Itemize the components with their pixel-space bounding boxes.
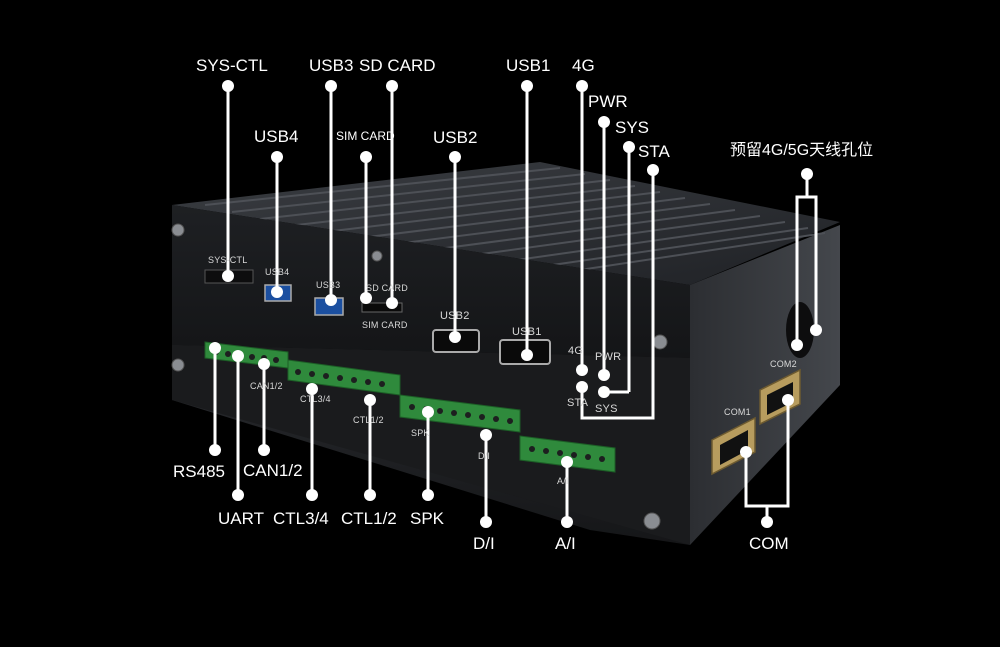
screw-icons — [171, 223, 668, 530]
callout-can12: CAN1/2 — [243, 461, 303, 480]
panel-label-ctl34: CTL3/4 — [300, 394, 331, 404]
panel-label-sd-card: SD CARD — [366, 283, 408, 293]
callout-sim-card: SIM CARD — [336, 129, 395, 143]
com-ports — [711, 368, 801, 476]
callout-usb1: USB1 — [506, 56, 551, 75]
callout-rs485: RS485 — [173, 462, 225, 481]
sd-card-slot — [361, 302, 403, 313]
callout-usb2: USB2 — [433, 128, 478, 147]
callout-ctl34: CTL3/4 — [273, 509, 329, 528]
callout-spk: SPK — [410, 509, 445, 528]
panel-label-spk: SPK — [411, 428, 430, 438]
panel-label-usb1: USB1 — [512, 326, 542, 338]
panel-label-sim-card: SIM CARD — [362, 320, 408, 330]
panel-label-ctl12: CTL1/2 — [353, 415, 384, 425]
panel-label-ai: A/I — [557, 476, 569, 486]
panel-label-sta: STA — [567, 397, 589, 409]
panel-label-can12: CAN1/2 — [250, 381, 283, 391]
panel-label-4g: 4G — [568, 345, 584, 357]
panel-label-sys: SYS — [595, 403, 618, 415]
callout-uart: UART — [218, 509, 264, 528]
callout-ai: A/I — [555, 534, 576, 553]
panel-label-usb3: USB3 — [316, 280, 341, 290]
terminal-screws — [213, 349, 605, 462]
callout-di: D/I — [473, 534, 495, 553]
callout-sys: SYS — [615, 118, 650, 137]
panel-label-usb2: USB2 — [440, 310, 470, 322]
device-lower-front — [172, 345, 690, 545]
callout-sys-ctl: SYS-CTL — [196, 56, 268, 75]
panel-label-pwr: PWR — [595, 351, 622, 363]
callout-sta: STA — [638, 142, 670, 161]
panel-label-com2: COM2 — [770, 359, 797, 369]
panel-label-sys-ctl: SYS-CTL — [208, 255, 248, 265]
callout-ctl12: CTL1/2 — [341, 509, 397, 528]
panel-label-com1: COM1 — [724, 407, 751, 417]
callout-usb3: USB3 — [309, 56, 354, 75]
callout-com: COM — [749, 534, 789, 553]
callout-pwr: PWR — [588, 92, 628, 111]
callout-antenna-reserved: 预留4G/5G天线孔位 — [730, 142, 874, 159]
callout-4g: 4G — [572, 56, 595, 75]
callout-usb4: USB4 — [254, 127, 299, 146]
device-front-face — [172, 205, 690, 358]
callout-leaders — [213, 86, 818, 522]
callout-sd-card: SD CARD — [359, 56, 436, 75]
panel-label-usb4: USB4 — [265, 267, 290, 277]
panel-label-di: D/I — [478, 451, 491, 461]
device-heatsink-top — [172, 162, 840, 285]
callout-dots — [209, 80, 822, 528]
